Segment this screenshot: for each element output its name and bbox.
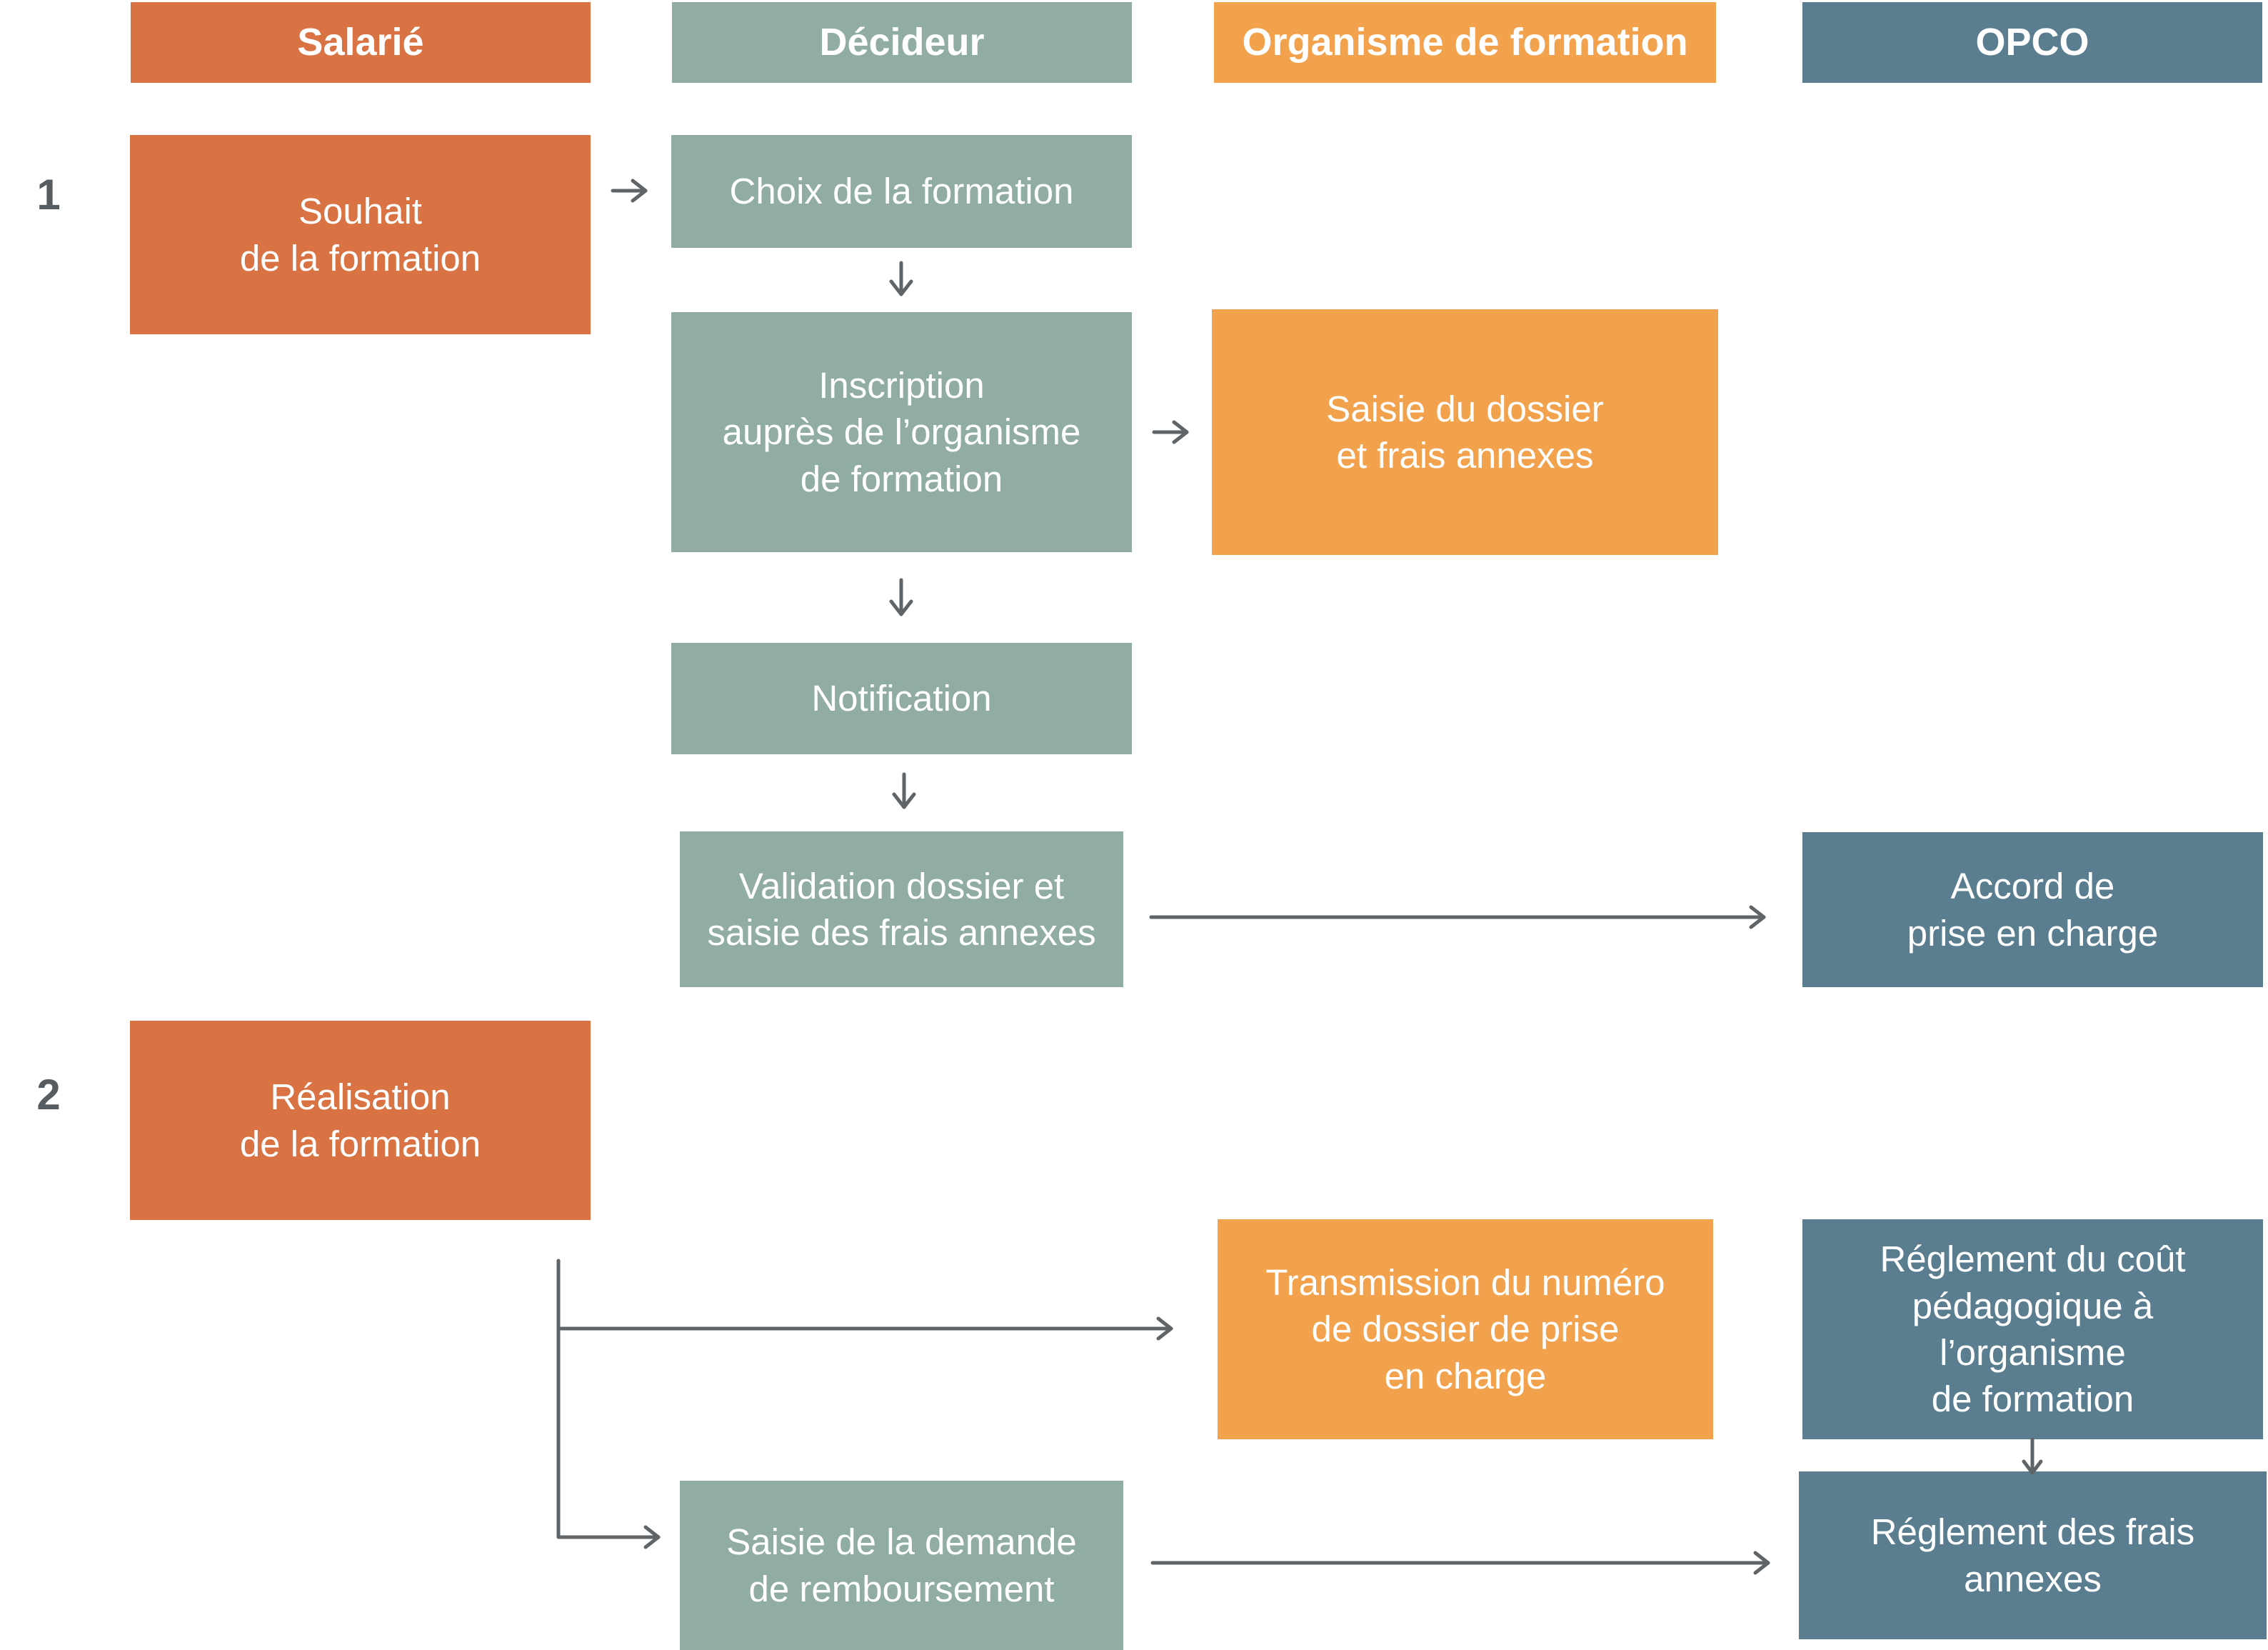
arrow-inscription-to-notification (889, 578, 913, 616)
step-number-2: 2 (36, 1071, 61, 1119)
arrow-inscription-to-saisie-dossier (1152, 420, 1189, 444)
arrow-notification-to-validation (892, 772, 916, 809)
node-choix-de-la-formation: Choix de la formation (671, 135, 1132, 248)
arrow-realisation-branch (556, 1259, 1173, 1549)
arrow-validation-to-accord (1149, 905, 1766, 929)
node-inscription: Inscription auprès de l’organisme de for… (671, 312, 1132, 552)
step-number-1: 1 (36, 171, 61, 219)
node-souhait-de-la-formation: Souhait de la formation (130, 135, 591, 334)
arrow-choix-to-inscription (889, 261, 913, 296)
node-saisie-du-dossier: Saisie du dossier et frais annexes (1212, 309, 1718, 555)
arrow-souhait-to-choix (611, 179, 648, 203)
node-validation-dossier: Validation dossier et saisie des frais a… (680, 831, 1123, 987)
node-notification: Notification (671, 643, 1132, 754)
header-opco: OPCO (1802, 2, 2262, 83)
node-saisie-demande-remboursement: Saisie de la demande de remboursement (680, 1481, 1123, 1650)
arrow-reglement-cout-to-reglement-frais (2022, 1437, 2043, 1475)
node-reglement-frais-annexes: Réglement des frais annexes (1799, 1471, 2267, 1639)
arrow-saisie-demande-to-reglement-frais (1150, 1551, 1770, 1575)
header-organisme-de-formation: Organisme de formation (1214, 2, 1716, 83)
header-salarie: Salarié (131, 2, 591, 83)
node-realisation-de-la-formation: Réalisation de la formation (130, 1021, 591, 1220)
node-transmission-numero-dossier: Transmission du numéro de dossier de pri… (1218, 1219, 1713, 1439)
node-accord-prise-en-charge: Accord de prise en charge (1802, 832, 2263, 987)
node-reglement-cout-pedagogique: Réglement du coût pédagogique à l’organi… (1802, 1219, 2263, 1439)
header-decideur: Décideur (672, 2, 1132, 83)
